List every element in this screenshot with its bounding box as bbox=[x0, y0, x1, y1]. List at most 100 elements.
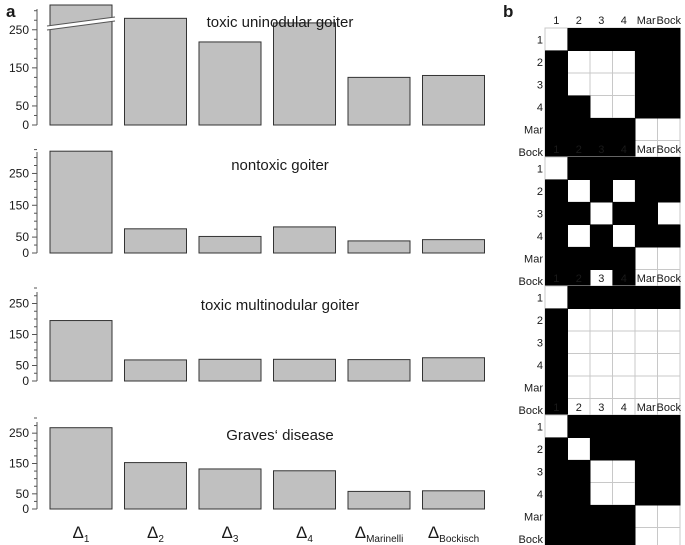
x-label-base: Δ bbox=[222, 523, 233, 542]
matrix-cell-filled bbox=[545, 73, 568, 96]
matrix-row-label: Mar bbox=[524, 124, 543, 136]
x-label-sub: 2 bbox=[158, 534, 164, 545]
matrix-col-label: 1 bbox=[553, 144, 559, 156]
matrix-cell-filled bbox=[657, 437, 681, 461]
matrix-row-label: Mar bbox=[524, 511, 543, 523]
matrix-cell-filled bbox=[545, 308, 568, 332]
matrix-cell-filled bbox=[590, 247, 613, 270]
bar-1 bbox=[49, 320, 113, 382]
x-label-6: ΔBockisch bbox=[428, 523, 479, 545]
matrix-col-label: Mar bbox=[637, 402, 656, 414]
matrix-cell-filled bbox=[590, 527, 613, 545]
matrix-cell-filled bbox=[545, 224, 568, 248]
matrix-cell-filled bbox=[612, 505, 636, 528]
bar-6 bbox=[422, 74, 485, 126]
bar-5 bbox=[347, 359, 411, 382]
matrix-cell-filled bbox=[635, 415, 658, 438]
y-tick-label: 0 bbox=[22, 374, 29, 388]
x-label-sub: 3 bbox=[233, 534, 239, 545]
x-label-3: Δ3 bbox=[222, 523, 239, 545]
panel-b-label: b bbox=[503, 2, 513, 21]
bar-6 bbox=[422, 490, 485, 510]
matrix-cell-filled bbox=[657, 95, 681, 119]
matrix-col-label: 1 bbox=[553, 273, 559, 285]
x-label-base: Δ bbox=[296, 523, 307, 542]
matrix-cell-filled bbox=[635, 286, 658, 309]
bar-3 bbox=[198, 468, 262, 510]
matrix-cell-filled bbox=[612, 118, 636, 141]
matrix-col-label: 2 bbox=[576, 144, 582, 156]
y-tick-label: 250 bbox=[9, 166, 29, 180]
bar-4 bbox=[273, 226, 336, 254]
matrix-col-label: 2 bbox=[576, 15, 582, 27]
matrix-row-label: 1 bbox=[537, 163, 543, 175]
y-tick-label: 50 bbox=[16, 230, 30, 244]
matrix-cell-filled bbox=[657, 157, 681, 180]
matrix-row-label: Bock bbox=[519, 276, 544, 288]
matrix-cell-filled bbox=[545, 376, 568, 399]
matrix-row-label: 1 bbox=[537, 34, 543, 46]
bar-4 bbox=[273, 22, 336, 126]
y-tick-label: 150 bbox=[9, 457, 29, 471]
x-label-base: Δ bbox=[428, 523, 439, 542]
matrix-col-label: Bock bbox=[657, 15, 682, 27]
bar-3 bbox=[198, 235, 262, 254]
matrix-cell-filled bbox=[657, 28, 681, 51]
matrix-col-label: Mar bbox=[637, 15, 656, 27]
matrix-cell-filled bbox=[590, 28, 613, 51]
matrix-cell-filled bbox=[635, 224, 658, 248]
matrix-cell-filled bbox=[545, 202, 568, 225]
panel-title: Graves‘ disease bbox=[226, 427, 334, 444]
matrix-cell-filled bbox=[590, 286, 613, 309]
matrix-cell-filled bbox=[567, 460, 591, 483]
y-tick-label: 50 bbox=[16, 359, 30, 373]
matrix-row-label: 2 bbox=[537, 315, 543, 327]
panel-a-label: a bbox=[6, 2, 16, 21]
matrix-cell-filled bbox=[567, 28, 591, 51]
matrix-row-label: 3 bbox=[537, 79, 543, 91]
bar-1 bbox=[49, 150, 113, 254]
bar-5 bbox=[347, 240, 411, 254]
bar-6 bbox=[422, 239, 485, 254]
y-tick-label: 150 bbox=[9, 61, 29, 75]
matrix-cell-filled bbox=[590, 415, 613, 438]
matrix-row-label: Mar bbox=[524, 382, 543, 394]
matrix-row-label: Bock bbox=[519, 534, 544, 545]
matrix-row-label: 2 bbox=[537, 186, 543, 198]
bar-2 bbox=[124, 359, 187, 382]
matrix-cell-filled bbox=[545, 50, 568, 74]
bar-2 bbox=[124, 228, 187, 254]
bar-3 bbox=[198, 41, 262, 126]
matrix-cell-filled bbox=[635, 50, 658, 74]
x-label-2: Δ2 bbox=[147, 523, 164, 545]
axis-break-gap bbox=[47, 17, 115, 30]
matrix-cell-filled bbox=[545, 118, 568, 141]
y-tick-label: 50 bbox=[16, 487, 30, 501]
matrix-cell-filled bbox=[567, 415, 591, 438]
matrix-cell-filled bbox=[590, 437, 613, 461]
matrix-cell-filled bbox=[657, 415, 681, 438]
matrix-col-label: 3 bbox=[598, 273, 604, 285]
matrix-cell-filled bbox=[545, 437, 568, 461]
matrix-cell-filled bbox=[657, 50, 681, 74]
matrix-col-label: Mar bbox=[637, 144, 656, 156]
matrix-cell-filled bbox=[635, 73, 658, 96]
matrix-cell-filled bbox=[567, 527, 591, 545]
matrix-row-label: 1 bbox=[537, 292, 543, 304]
matrix-row-label: 3 bbox=[537, 208, 543, 220]
matrix-col-label: Bock bbox=[657, 273, 682, 285]
matrix-row-label: 4 bbox=[537, 231, 543, 243]
matrix-cell-filled bbox=[612, 527, 636, 545]
matrix-cell-filled bbox=[657, 286, 681, 309]
panel-title: toxic multinodular goiter bbox=[201, 297, 359, 314]
x-label-4: Δ4 bbox=[296, 523, 313, 545]
matrix-cell-filled bbox=[612, 437, 636, 461]
matrix-cell-filled bbox=[635, 28, 658, 51]
matrix-cell-filled bbox=[567, 247, 591, 270]
